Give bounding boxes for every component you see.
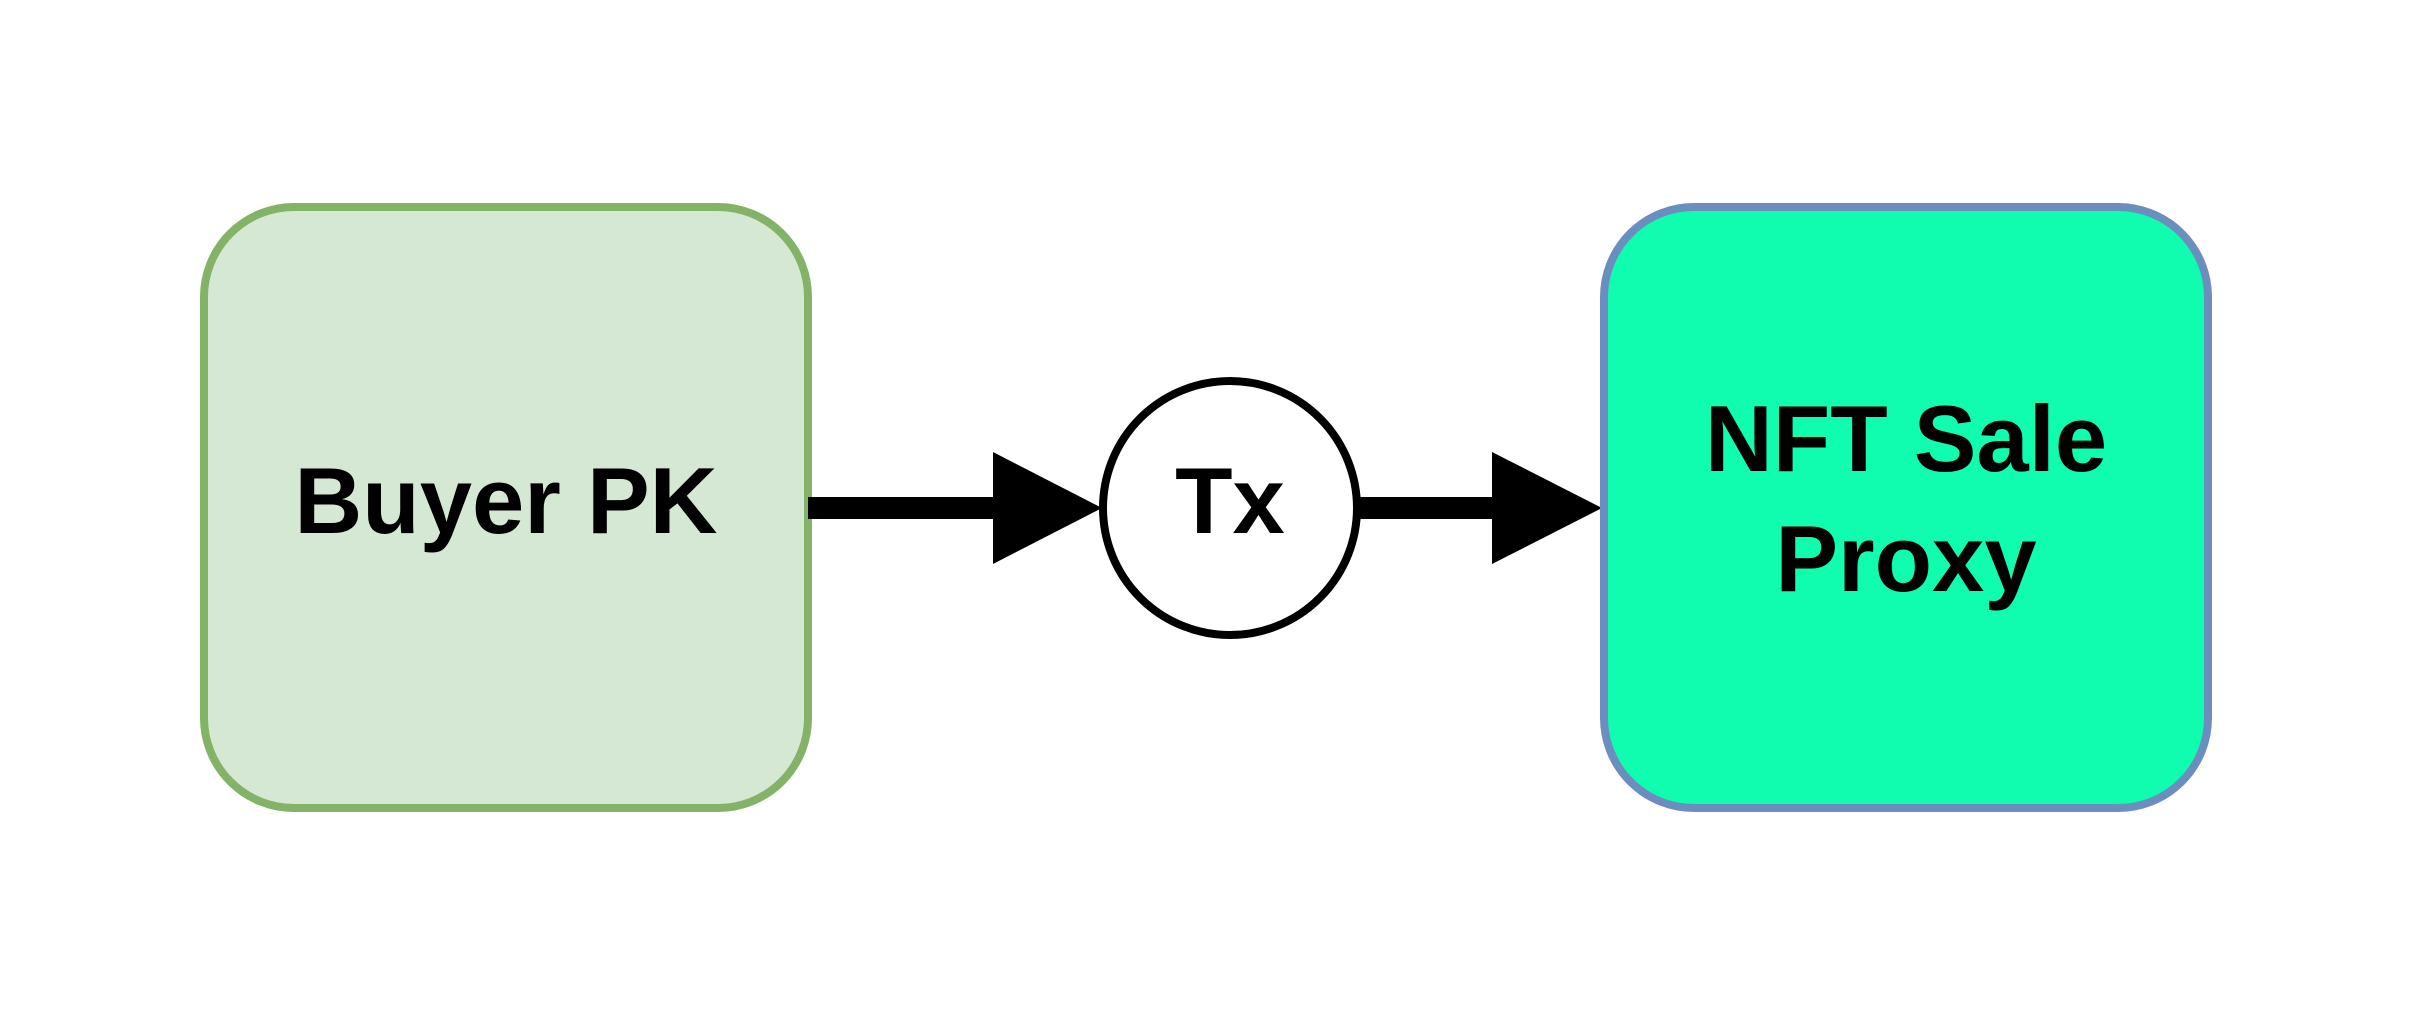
edge-buyer-to-tx-arrowhead [993,452,1102,564]
nft-sale-proxy-label-line-2: Proxy [1775,506,2036,611]
buyer-pk-label: Buyer PK [294,448,717,553]
edge-buyer-to-tx [808,452,1102,564]
tx-label: Tx [1175,448,1285,553]
tx-node: Tx [1099,377,1361,639]
buyer-pk-node: Buyer PK [200,203,812,812]
edge-tx-to-proxy [1357,452,1602,564]
nft-sale-proxy-box [1600,203,2212,812]
nft-sale-proxy-label-line-1: NFT Sale [1705,386,2107,491]
edge-tx-to-proxy-arrowhead [1492,452,1602,564]
nft-sale-proxy-node: NFT Sale Proxy [1600,203,2212,812]
